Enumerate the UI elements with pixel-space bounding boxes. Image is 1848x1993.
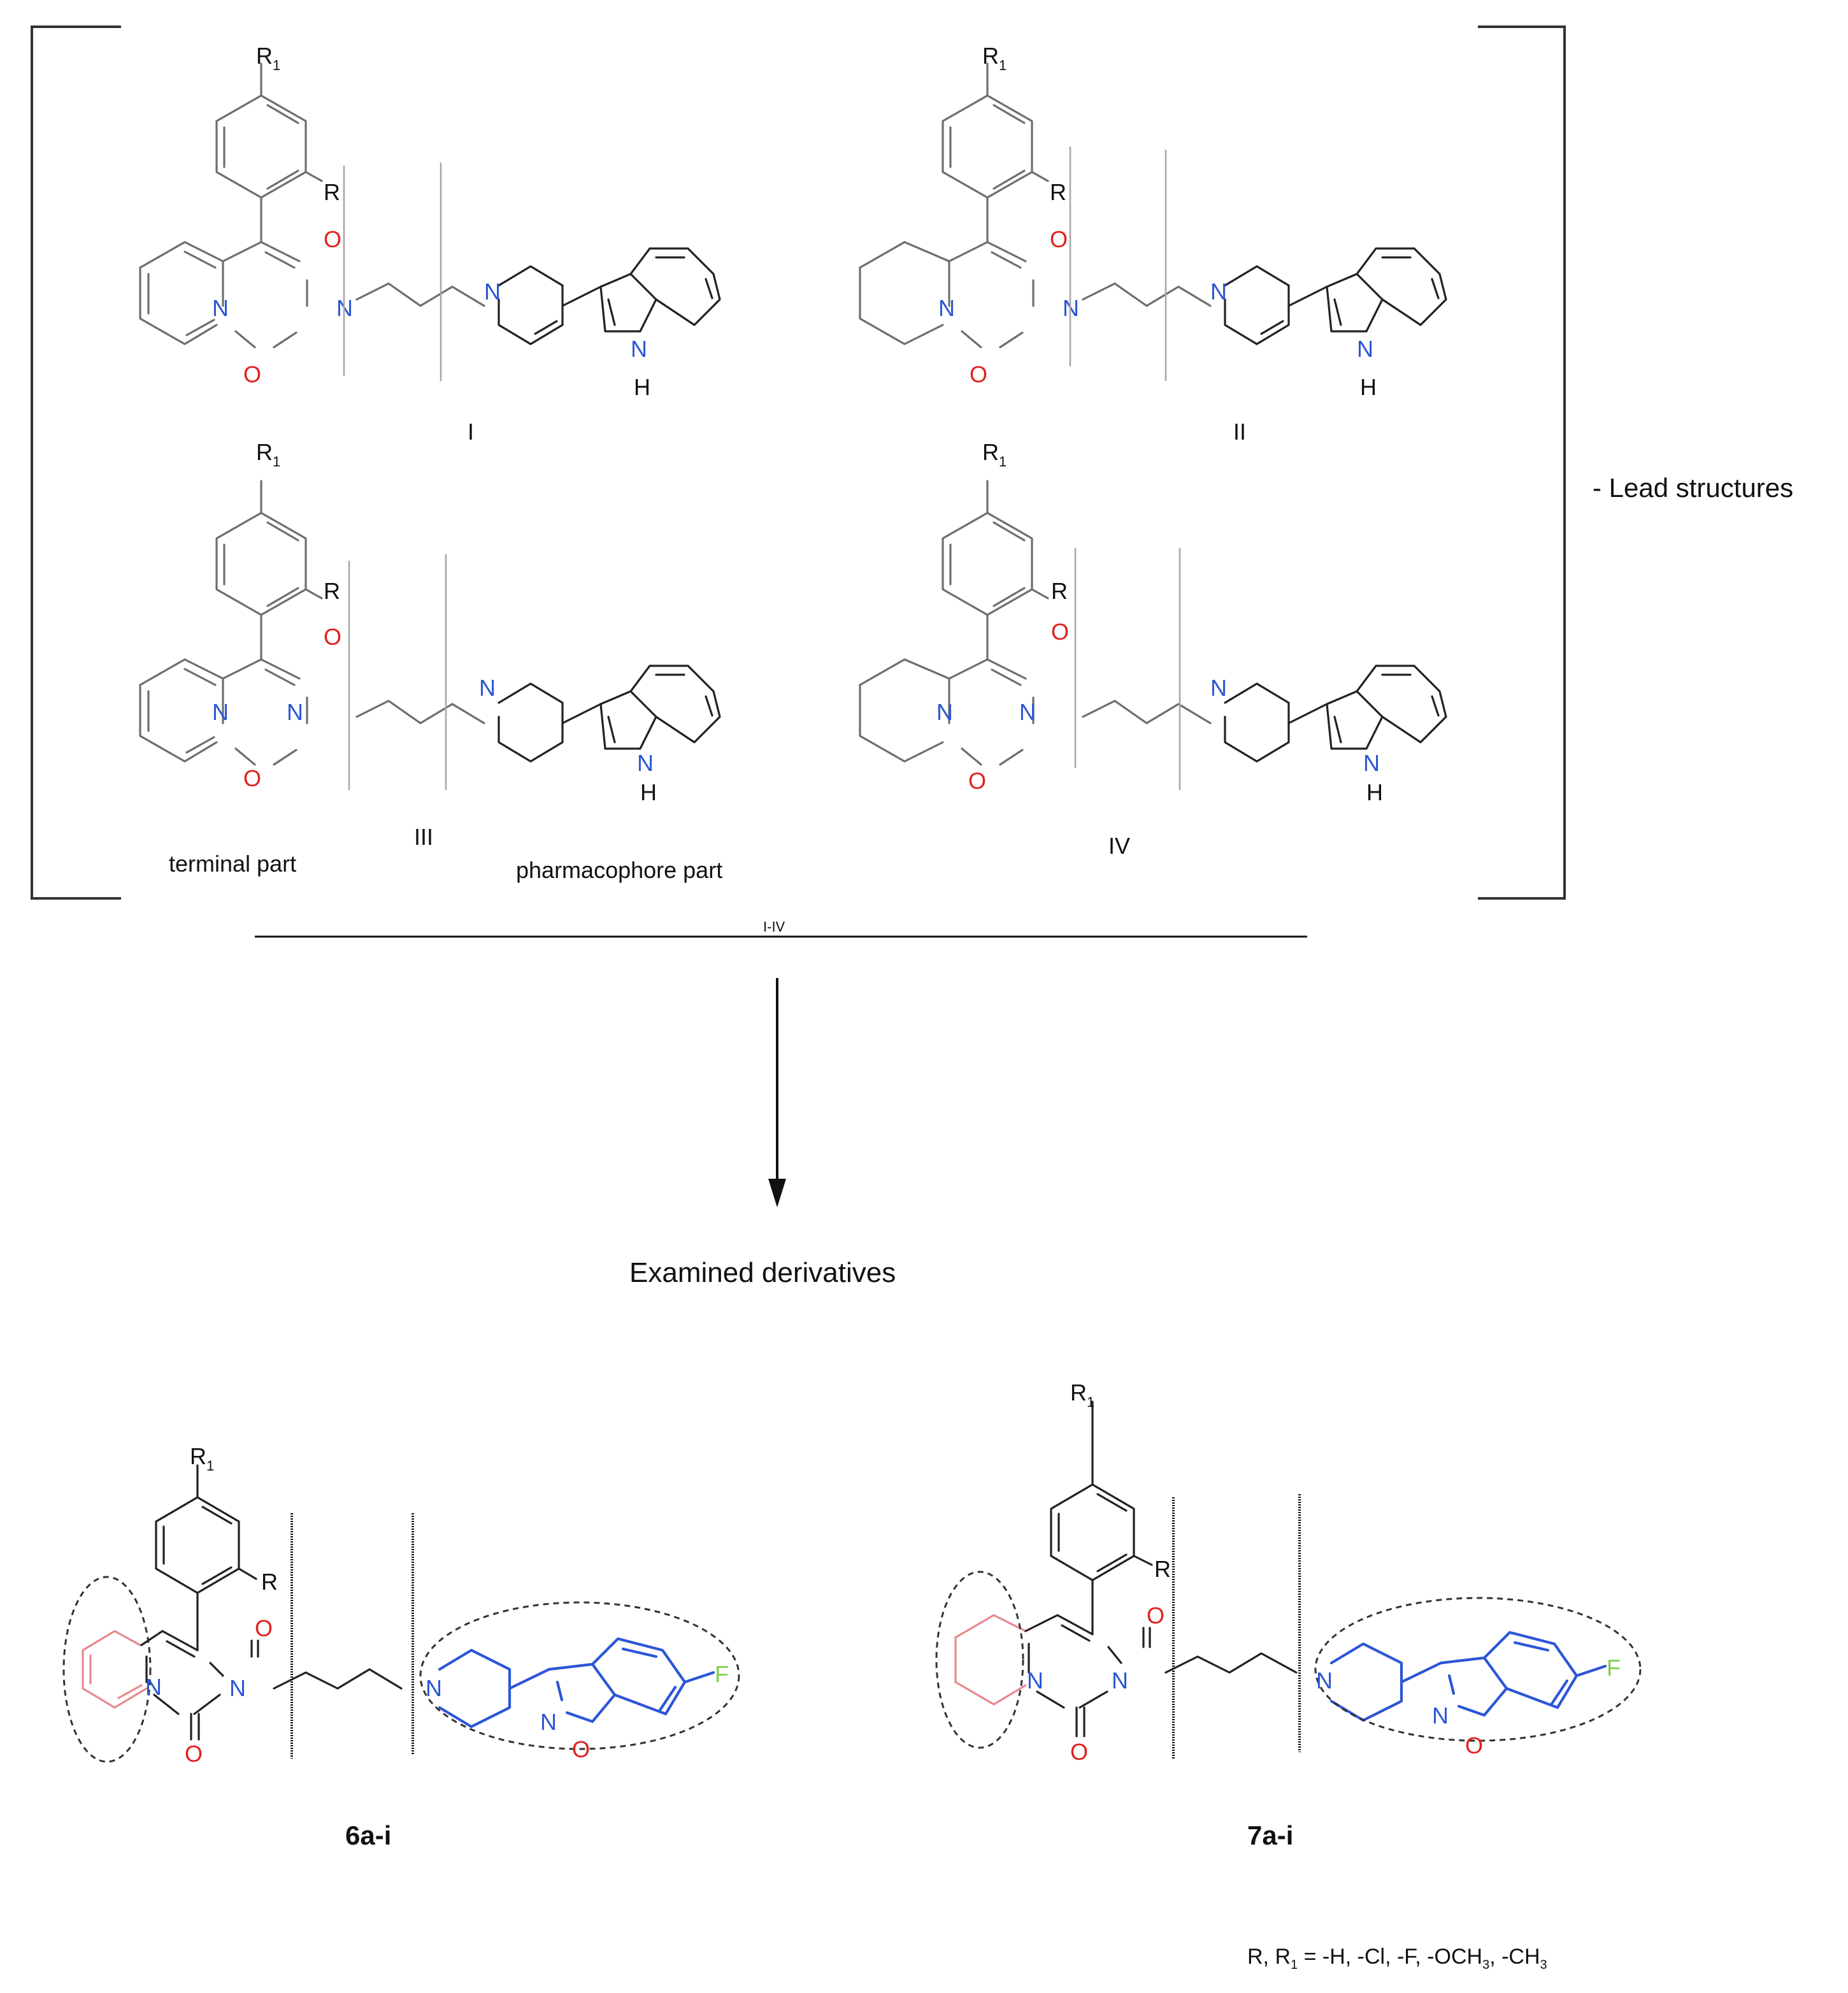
oxygen-label: O (1050, 226, 1068, 252)
oxygen-label: O (970, 361, 987, 387)
r1-label: R (190, 1443, 206, 1469)
r1-sub: 1 (1087, 1394, 1094, 1410)
oxygen-label: O (185, 1741, 203, 1767)
r1-sub: 1 (999, 57, 1006, 73)
derivative-7-atoms: R 1 R O O N N N N O F 7a-i (1027, 1379, 1621, 1850)
r-label: R (1154, 1556, 1171, 1582)
oxygen-label: O (572, 1736, 590, 1762)
arrow-head-icon (768, 1179, 786, 1207)
nitrogen-label: N (1432, 1702, 1449, 1729)
substituent-sub3b: 3 (1540, 1958, 1547, 1972)
derivative-6-label: 6a-i (345, 1820, 391, 1850)
substituent-legend: R, R1 = -H, -Cl, -F, -OCH3, -CH3 (1247, 1945, 1547, 1972)
compound-iv-structure (859, 480, 1447, 766)
oxygen-label: O (1465, 1732, 1483, 1759)
nitrogen-label: N (1112, 1667, 1128, 1694)
hydrogen-label: H (640, 779, 657, 805)
oxygen-label: O (968, 768, 986, 794)
r1-sub: 1 (273, 454, 280, 470)
substituent-values-2: , -CH (1489, 1945, 1540, 1969)
hydrogen-label: H (1366, 779, 1383, 805)
compound-iv-atoms: R 1 R O O N N N N H IV (936, 439, 1383, 859)
nitrogen-label: N (637, 750, 654, 776)
nitrogen-label: N (229, 1675, 246, 1701)
oxygen-label: O (1147, 1602, 1164, 1629)
r1-sub: 1 (999, 454, 1006, 470)
nitrogen-label: N (540, 1709, 557, 1735)
range-label: I-IV (763, 919, 785, 935)
lead-bracket-left (31, 25, 121, 900)
oxygen-label: O (1070, 1739, 1088, 1765)
oxygen-label: O (255, 1615, 273, 1641)
oxygen-label: O (243, 765, 261, 791)
oxygen-label: O (324, 624, 341, 650)
substituent-values: = -H, -Cl, -F, -OCH (1298, 1945, 1482, 1969)
compound-iii-structure (139, 480, 721, 766)
compound-iv-label: IV (1108, 833, 1130, 859)
r1-label: R (982, 439, 999, 465)
r-label: R (324, 179, 340, 205)
lead-structures-label: - Lead structures (1593, 473, 1793, 503)
pharmacophore-highlight-ellipse (419, 1601, 740, 1750)
lead-bracket-right (1478, 25, 1566, 900)
oxygen-label: O (1051, 619, 1069, 645)
hydrogen-label: H (634, 374, 650, 400)
r-label: R (1050, 179, 1066, 205)
derivative-7-label: 7a-i (1247, 1820, 1293, 1850)
nitrogen-label: N (1363, 750, 1380, 776)
r-label: R (324, 578, 340, 604)
nitrogen-label: N (936, 699, 953, 725)
oxygen-label: O (324, 226, 341, 252)
substituent-prefix: R, R (1247, 1945, 1291, 1969)
compound-ii-label: II (1233, 419, 1246, 445)
terminal-highlight-ellipse (935, 1571, 1024, 1749)
r-label: R (261, 1569, 278, 1595)
compound-i-label: I (468, 419, 474, 445)
examined-derivatives-label: Examined derivatives (629, 1257, 896, 1288)
nitrogen-label: N (145, 1674, 162, 1700)
r1-sub: 1 (273, 57, 280, 73)
substituent-sub3a: 3 (1482, 1958, 1489, 1972)
nitrogen-label: N (1210, 278, 1227, 305)
substituent-sub1: 1 (1291, 1958, 1298, 1972)
terminal-part-label: terminal part (169, 851, 296, 877)
derivative-6-structure (62, 1464, 740, 1763)
r1-sub: 1 (206, 1458, 214, 1474)
compound-i-structure (139, 62, 721, 349)
nitrogen-label: N (1210, 675, 1227, 701)
nitrogen-label: N (287, 699, 303, 725)
terminal-highlight-ellipse (62, 1576, 152, 1763)
r1-label: R (256, 43, 273, 69)
nitrogen-label: N (484, 278, 501, 305)
nitrogen-label: N (938, 295, 955, 321)
compound-iii-atoms: R 1 R O O N N N N H III (212, 439, 657, 850)
r1-label: R (256, 439, 273, 465)
nitrogen-label: N (426, 1675, 442, 1701)
nitrogen-label: N (212, 295, 229, 321)
r1-label: R (1070, 1379, 1087, 1406)
pharmacophore-highlight-ellipse (1314, 1597, 1642, 1742)
r-label: R (1051, 578, 1068, 604)
fluorine-label: F (715, 1661, 729, 1687)
nitrogen-label: N (479, 675, 496, 701)
compound-i-atoms: R 1 R O O N N N N H I (212, 43, 650, 445)
nitrogen-label: N (1357, 336, 1373, 362)
compound-ii-atoms: R 1 R O O N N N N H II (938, 43, 1377, 445)
nitrogen-label: N (631, 336, 647, 362)
nitrogen-label: N (212, 699, 229, 725)
nitrogen-label: N (1019, 699, 1036, 725)
nitrogen-label: N (1316, 1667, 1333, 1694)
pharmacophore-part-label: pharmacophore part (516, 857, 722, 883)
derivative-6-atoms: R 1 R O O N N N N O F 6a-i (145, 1443, 729, 1850)
oxygen-label: O (243, 361, 261, 387)
fluorine-label: F (1607, 1655, 1621, 1681)
nitrogen-label: N (1027, 1667, 1043, 1694)
compound-ii-structure (859, 62, 1447, 349)
r1-label: R (982, 43, 999, 69)
hydrogen-label: H (1360, 374, 1377, 400)
derivative-7-structure (935, 1400, 1642, 1749)
compound-iii-label: III (414, 824, 433, 850)
